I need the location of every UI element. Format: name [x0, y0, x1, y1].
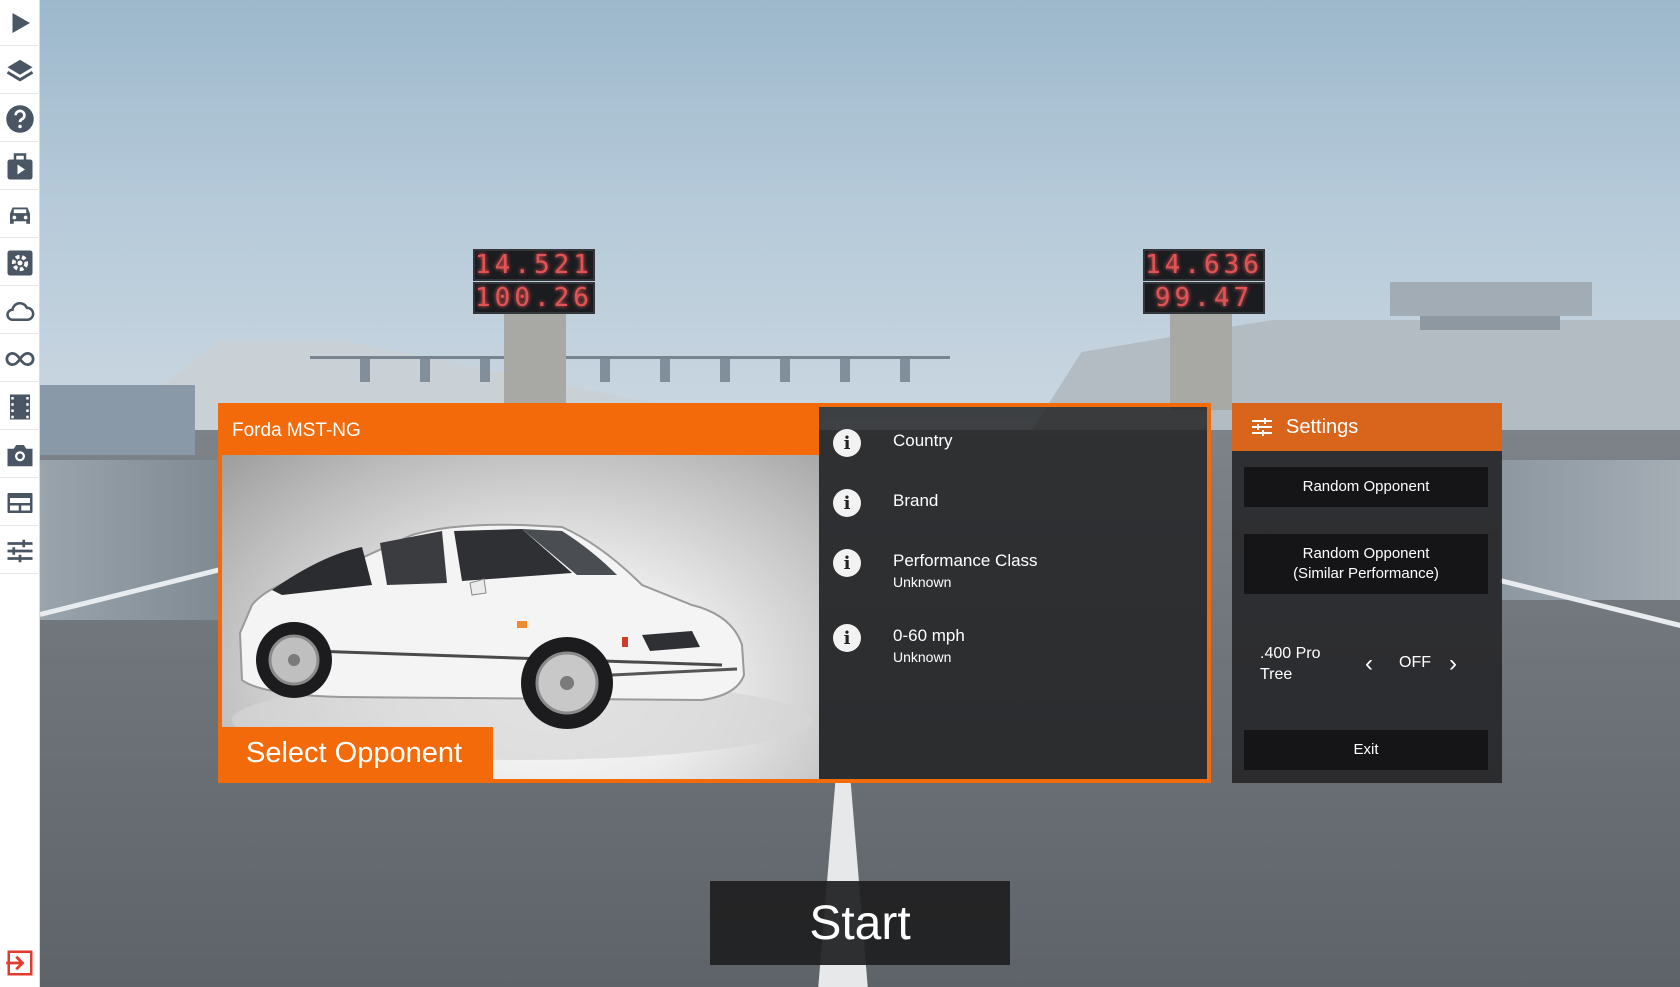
sidebar: [0, 0, 40, 987]
sidebar-replay-button[interactable]: [0, 384, 40, 430]
sliders-icon: [7, 539, 33, 562]
select-opponent-button[interactable]: Select Opponent: [222, 727, 493, 779]
barrier-wall-right: [1500, 460, 1680, 600]
layers-icon: [6, 59, 34, 81]
scenario-icon: [7, 152, 33, 179]
grandstand-base: [1420, 316, 1560, 330]
sidebar-scenario-button[interactable]: [0, 144, 40, 190]
sidebar-play-button[interactable]: [0, 0, 40, 46]
settings-header: Settings: [1232, 403, 1502, 451]
sidebar-layers-button[interactable]: [0, 48, 40, 94]
info-label: Country: [893, 431, 953, 450]
scoreboard-tower-right: [1170, 310, 1232, 410]
settings-title: Settings: [1286, 416, 1359, 438]
vehicle-panel-header: Forda MST-NG: [222, 407, 819, 455]
pro-tree-label: .400 Pro Tree: [1260, 643, 1350, 685]
gear-icon: [7, 250, 33, 275]
sidebar-loop-button[interactable]: [0, 336, 40, 382]
button-label-line: (Similar Performance): [1293, 565, 1439, 582]
chevron-right-icon[interactable]: ›: [1449, 650, 1457, 677]
fence: [310, 356, 950, 382]
vehicle-name: Forda MST-NG: [232, 420, 361, 441]
sidebar-exit-button[interactable]: [0, 940, 40, 986]
chevron-left-icon[interactable]: ‹: [1365, 650, 1373, 677]
scoreboard-right-speed: 99.47: [1143, 282, 1265, 314]
random-opponent-button[interactable]: Random Opponent: [1244, 467, 1488, 507]
play-icon: [12, 12, 30, 33]
random-opponent-similar-button[interactable]: Random Opponent (Similar Performance): [1244, 534, 1488, 594]
pro-tree-value: OFF: [1399, 654, 1431, 671]
sidebar-environment-button[interactable]: [0, 288, 40, 334]
info-icon[interactable]: i: [833, 429, 861, 457]
sidebar-layout-button[interactable]: [0, 480, 40, 526]
info-label: Performance Class: [893, 551, 1038, 570]
infinity-icon: [5, 351, 35, 366]
info-label: Brand: [893, 491, 939, 510]
grandstand: [1390, 282, 1592, 316]
scoreboard-tower-left: [504, 310, 566, 410]
info-value: Unknown: [893, 574, 952, 590]
exit-button[interactable]: Exit: [1244, 730, 1488, 770]
vehicle-info: i Country i Brand i Performance Class Un…: [819, 407, 1207, 779]
exit-icon: [6, 950, 33, 976]
car-icon: [10, 207, 30, 224]
info-icon[interactable]: i: [833, 489, 861, 517]
sidebar-options-button[interactable]: [0, 240, 40, 286]
sidebar-help-button[interactable]: [0, 96, 40, 142]
sliders-icon: [1252, 418, 1272, 436]
info-label: 0-60 mph: [893, 626, 965, 645]
sidebar-vehicles-button[interactable]: [0, 192, 40, 238]
barrier-wall-left: [40, 460, 220, 620]
scoreboard-left-speed: 100.26: [473, 282, 595, 314]
info-icon[interactable]: i: [833, 624, 861, 652]
layout-icon: [7, 492, 33, 513]
button-label: Random Opponent (Similar Performance): [1293, 544, 1439, 584]
help-icon: [6, 104, 34, 133]
scoreboard-left-et: 14.521: [473, 249, 595, 281]
pro-tree-label-line: .400 Pro: [1260, 645, 1321, 662]
info-value: Unknown: [893, 649, 952, 665]
button-label-line: Random Opponent: [1302, 545, 1430, 562]
info-icon[interactable]: i: [833, 549, 861, 577]
film-icon: [10, 394, 30, 419]
sidebar-photo-button[interactable]: [0, 432, 40, 478]
pro-tree-label-line: Tree: [1260, 666, 1293, 683]
cloud-icon: [6, 301, 35, 321]
start-button[interactable]: Start: [710, 881, 1010, 965]
building-left: [40, 385, 195, 455]
camera-icon: [7, 444, 33, 466]
opponent-vehicle-panel: Forda MST-NG: [218, 403, 1211, 783]
settings-panel: Settings Random Opponent Random Opponent…: [1232, 403, 1502, 783]
scoreboard-right-et: 14.636: [1143, 249, 1265, 281]
sidebar-tuning-button[interactable]: [0, 528, 40, 574]
